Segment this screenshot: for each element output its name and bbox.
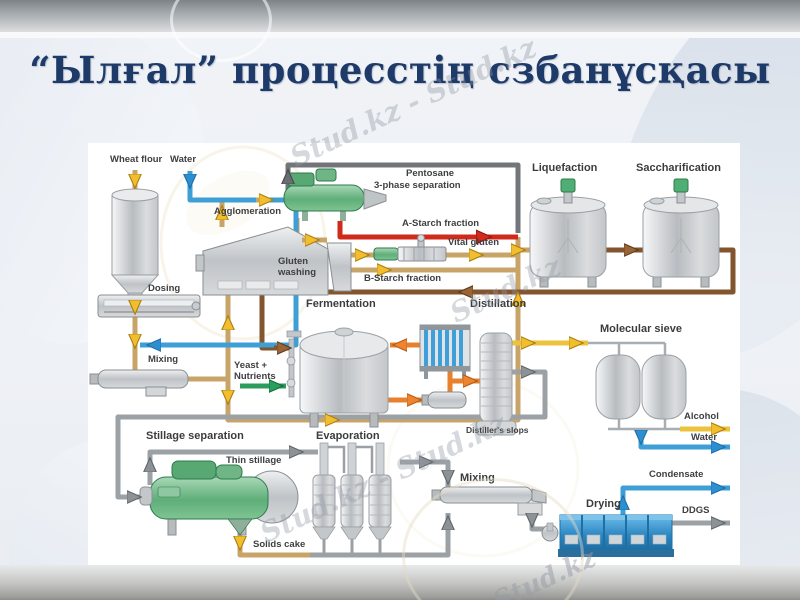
fermenter — [286, 327, 389, 428]
gluten-washer — [326, 242, 352, 292]
label-ddgs: DDGS — [682, 505, 710, 516]
silo — [110, 188, 160, 302]
slide-title: “Ылғал” процесстің сзбанұсқасы — [29, 48, 771, 92]
label-evaporation: Evaporation — [316, 430, 380, 442]
molecular-sieve-vessels — [595, 354, 687, 420]
header-strip — [0, 32, 800, 38]
label-vital-gluten: Vital gluten — [448, 237, 500, 248]
label-water-in: Water — [170, 154, 197, 165]
label-distillers-slops: Distiller's slops — [466, 425, 529, 435]
label-agglomeration: Agglomeration — [214, 206, 282, 217]
label-solids-cake: Solids cake — [253, 539, 306, 550]
label-mixing-2: Mixing — [460, 472, 495, 484]
screw-press — [373, 234, 447, 262]
label-gluten-washing: Gluten washing — [278, 256, 317, 278]
label-mixing-1: Mixing — [148, 354, 179, 365]
label-stillage-separation: Stillage separation — [146, 430, 244, 442]
process-diagram: Wheat flour Water Agglomeration Pentosan… — [88, 143, 740, 565]
decanter-3phase — [283, 168, 387, 221]
label-pentosane: Pentosane — [406, 168, 455, 179]
header-bar — [0, 0, 800, 32]
decanter-stillage — [139, 460, 299, 536]
label-molecular-sieve: Molecular sieve — [600, 323, 682, 335]
label-water-out: Water — [691, 432, 718, 443]
dosing-machine — [97, 294, 201, 318]
tank-liquefaction — [529, 178, 607, 288]
label-saccharification: Saccharification — [636, 162, 721, 174]
flow-arrows — [124, 173, 722, 547]
label-thin-stillage: Thin stillage — [226, 455, 282, 466]
label-fermentation: Fermentation — [306, 298, 376, 310]
mixer-1 — [89, 369, 189, 397]
tank-saccharification — [642, 178, 720, 288]
label-drying: Drying — [586, 498, 621, 510]
distillation-column — [475, 332, 517, 436]
label-distillation: Distillation — [470, 298, 527, 310]
mixer-2 — [431, 486, 547, 516]
dryer — [541, 514, 674, 557]
label-yeast-nutrients: Yeast + Nutrients — [234, 360, 276, 382]
label-liquefaction: Liquefaction — [532, 162, 598, 174]
footer-bar — [0, 565, 800, 600]
evaporator-columns — [312, 442, 392, 555]
label-condensate: Condensate — [649, 469, 704, 480]
label-3phase-separation: 3-phase separation — [374, 180, 461, 191]
diagram-canvas — [89, 145, 736, 558]
agglomerator — [195, 226, 329, 296]
label-wheat-flour: Wheat flour — [110, 154, 163, 165]
pump — [421, 391, 467, 409]
logo-watermark — [159, 145, 580, 558]
label-alcohol: Alcohol — [684, 411, 719, 422]
heat-exchanger — [419, 324, 471, 379]
label-b-starch: B-Starch fraction — [364, 273, 442, 284]
label-dosing: Dosing — [148, 283, 181, 294]
label-a-starch: A-Starch fraction — [402, 218, 480, 229]
